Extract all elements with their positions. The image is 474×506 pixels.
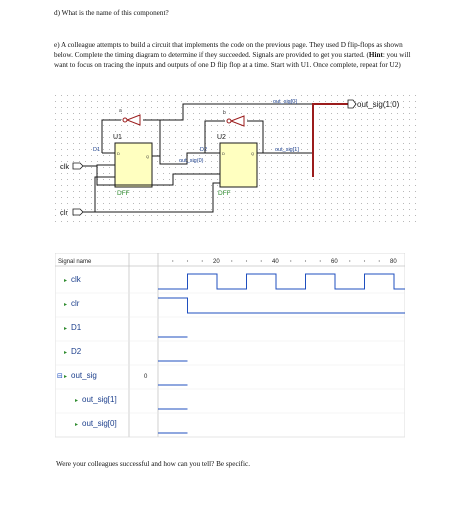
u2-type: DFF: [218, 190, 231, 197]
minor-tick: [245, 260, 248, 262]
output-port-label: out_sig(1:0): [357, 100, 400, 109]
signal-name[interactable]: D2: [71, 347, 82, 356]
u1-type: DFF: [117, 190, 130, 197]
signal-name[interactable]: D1: [71, 323, 82, 332]
signal-name[interactable]: out_sig: [71, 371, 97, 380]
signal-row: ▸ D2: [55, 347, 405, 366]
inverter-a-label: a: [119, 108, 122, 114]
signal-name[interactable]: clr: [71, 299, 80, 308]
wire-u1-feedback: [101, 119, 121, 153]
signal-waveform: [158, 273, 405, 290]
wire-out0-top-label: out_sig[0]: [273, 99, 297, 105]
hint-label: Hint: [368, 51, 383, 59]
wire-out1-label: out_sig[1]: [275, 147, 299, 153]
question-e-rest: : you will want to focus on tracing the …: [54, 51, 411, 69]
wire-u2-feedback: [204, 120, 225, 153]
wire-out0-top: [160, 103, 313, 121]
question-f: Were your colleagues successful and how …: [56, 460, 251, 468]
signal-arrow-icon: ▸: [64, 277, 67, 284]
signal-row: ▸ clk: [55, 273, 405, 294]
u2-d-pin: D: [222, 151, 225, 156]
wire-d2-label: D2: [200, 147, 207, 153]
tick-label: 20: [213, 259, 220, 265]
signal-row: ▸ D1: [55, 323, 405, 342]
signal-row: ▸ out_sig[0]: [55, 419, 405, 438]
minor-tick: [231, 260, 233, 262]
signal-row: ▸ clr: [55, 297, 405, 318]
signal-arrow-icon: ▸: [64, 301, 67, 308]
minor-tick: [363, 260, 366, 262]
wire-out0-mid-label: out_sig(0): [179, 158, 204, 164]
signal-row: ⊟▸ out_sig 0: [55, 371, 405, 390]
signal-arrow-icon: ▸: [64, 349, 67, 356]
u2-q-pin: Q: [251, 151, 254, 156]
clk-port: [72, 162, 84, 170]
inverter-b: [226, 115, 245, 127]
minor-tick: [304, 260, 307, 262]
wire-d1-label: D1: [93, 147, 100, 153]
signal-arrow-icon: ▸: [64, 325, 67, 332]
wire-u2-q-to-inv: [247, 120, 264, 154]
timing-header: Signal name: [58, 259, 92, 265]
signal-name[interactable]: out_sig[1]: [82, 395, 117, 404]
inverter-a: [122, 114, 141, 126]
u1-q-pin: Q: [146, 154, 149, 159]
signal-name[interactable]: out_sig[0]: [82, 419, 117, 428]
minor-tick: [201, 260, 203, 262]
timing-panel: [55, 253, 405, 438]
signal-arrow-icon: ▸: [75, 397, 78, 404]
minor-tick: [260, 260, 262, 262]
minor-tick: [319, 260, 321, 262]
question-e: e) A colleague attempts to build a circu…: [54, 40, 416, 70]
signal-value: 0: [144, 374, 148, 380]
minor-tick: [378, 260, 380, 262]
wire-clk-to-u2: [96, 166, 220, 186]
minor-tick: [349, 260, 351, 262]
question-e-lead: e) A colleague attempts to build a circu…: [54, 41, 403, 59]
output-port: [347, 99, 357, 109]
clk-port-label: clk: [60, 162, 69, 171]
minor-tick: [290, 260, 292, 262]
output-bus: [312, 103, 348, 177]
tick-label: 80: [390, 259, 397, 265]
minor-tick: [172, 260, 174, 262]
wire-clr: [82, 176, 115, 213]
signal-waveform: [158, 297, 405, 314]
u2-dff-box: [219, 142, 258, 188]
dff-schematic: a D1 U1 D Q DFF clk clr out_sig(0) D2 ou…: [55, 95, 417, 225]
u1-dff-box: [114, 142, 153, 188]
inverter-b-label: b: [223, 110, 226, 116]
u1-name: U1: [113, 134, 122, 141]
collapse-icon[interactable]: ⊟: [57, 372, 63, 380]
signal-name[interactable]: clk: [71, 275, 82, 284]
wire-clk: [82, 164, 115, 167]
signal-row: ▸ out_sig[1]: [55, 395, 405, 414]
question-d: d) What is the name of this component?: [54, 9, 169, 17]
clr-port-label: clr: [60, 208, 68, 217]
clr-port: [72, 208, 84, 216]
wire-u1-q-to-inv: [143, 119, 161, 157]
tick-label: 40: [272, 259, 279, 265]
u1-d-pin: D: [117, 151, 120, 156]
u2-name: U2: [217, 134, 226, 141]
wire-out0-mid: [159, 152, 220, 165]
wire-clr-to-u2: [95, 182, 220, 213]
timing-ticks: 20 40 60 80: [172, 259, 397, 265]
signal-arrow-icon: ▸: [75, 421, 78, 428]
signal-arrow-icon: ▸: [64, 373, 67, 380]
tick-label: 60: [331, 259, 338, 265]
minor-tick: [186, 260, 189, 262]
